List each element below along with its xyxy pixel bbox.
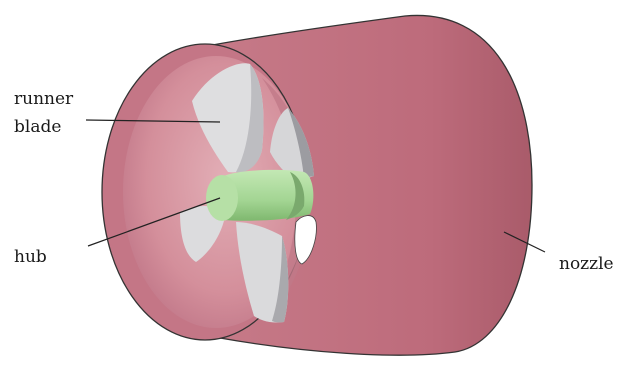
- runner-blade-label-line1: runner: [14, 89, 74, 109]
- nozzle-label: nozzle: [559, 254, 614, 274]
- hub: [206, 170, 313, 221]
- hub-nose: [206, 175, 238, 221]
- runner-blade-label-line2: blade: [14, 117, 61, 137]
- hub-label: hub: [14, 247, 47, 267]
